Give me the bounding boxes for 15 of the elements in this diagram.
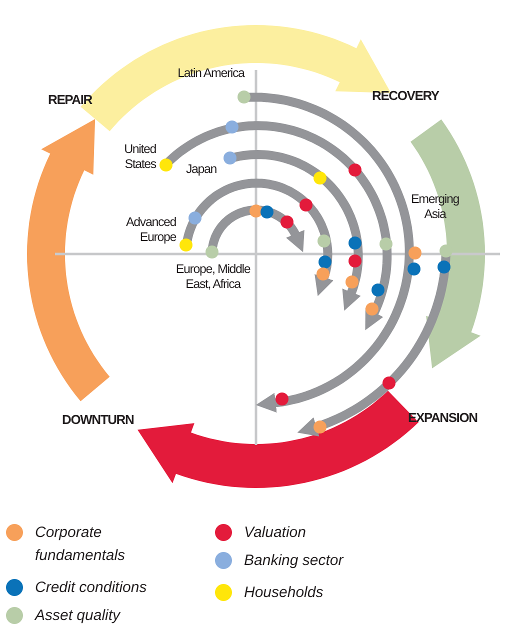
legend-text: Households (244, 583, 324, 603)
region-label: United States (123, 142, 156, 172)
phase-label: REPAIR (48, 92, 94, 107)
legend-text: Corporate fundamentals (35, 523, 126, 566)
phase-label: RECOVERY (372, 88, 440, 103)
region-label: Japan (186, 162, 218, 177)
region-label: Emerging Asia (410, 192, 460, 222)
region-label: Latin America (176, 66, 246, 81)
legend-text: Valuation (244, 523, 306, 543)
legend-text: Banking sector (244, 551, 344, 571)
legend-text: Asset quality (35, 606, 120, 625)
phase-label: DOWNTURN (62, 412, 135, 427)
legend-text: Credit conditions (35, 578, 147, 598)
region-label: Advanced Europe (125, 215, 176, 245)
region-label: Europe, Middle East, Africa (174, 262, 252, 292)
